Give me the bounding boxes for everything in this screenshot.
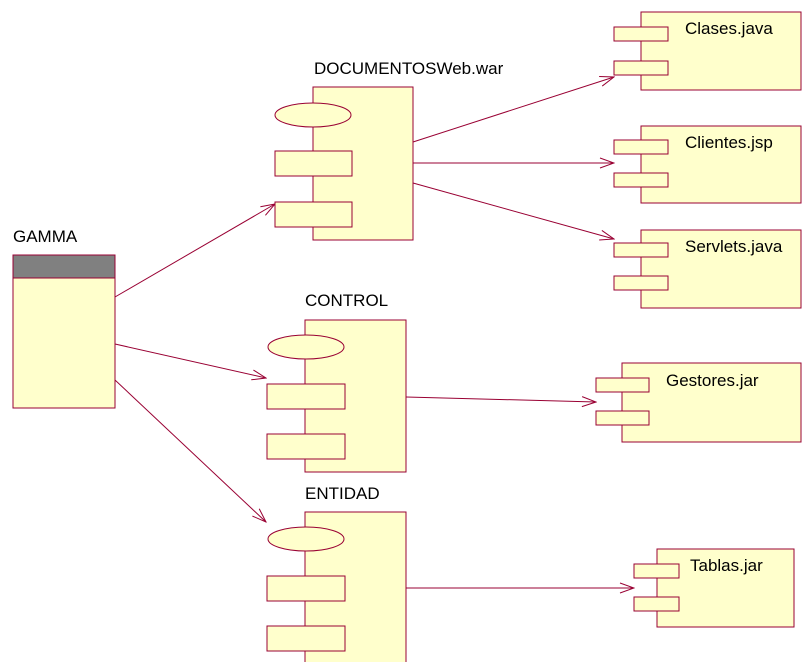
control-port-top — [266, 383, 346, 410]
tablas-component[interactable]: Tablas.jar — [633, 548, 795, 628]
clases-port-bottom — [613, 60, 669, 76]
documentos-to-servlets-arrow — [412, 182, 614, 239]
servlets-body — [640, 229, 802, 309]
clientes-port-bottom — [613, 172, 669, 188]
documentos-component[interactable]: DOCUMENTOSWeb.war — [274, 59, 504, 241]
gamma-to-entidad-arrow — [114, 379, 266, 522]
gamma-to-documentos-arrow — [114, 204, 275, 298]
servlets-port-bottom — [613, 275, 669, 291]
tablas-label: Tablas.jar — [690, 556, 763, 575]
gestores-port-top — [595, 377, 650, 393]
entidad-label: ENTIDAD — [305, 484, 380, 503]
clases-port-top — [613, 26, 669, 42]
documentos-connectors — [412, 77, 614, 239]
control-label: CONTROL — [305, 291, 388, 310]
control-component[interactable]: CONTROL — [266, 291, 407, 473]
documentos-port-bottom — [274, 201, 353, 228]
gamma-to-control-arrow — [114, 343, 266, 378]
entidad-component[interactable]: ENTIDAD — [266, 484, 407, 662]
gamma-body — [12, 254, 116, 409]
entidad-interface-icon — [267, 526, 345, 552]
clases-body — [640, 11, 802, 91]
servlets-label: Servlets.java — [685, 237, 783, 256]
documentos-label: DOCUMENTOSWeb.war — [314, 59, 504, 78]
control-port-bottom — [266, 433, 346, 460]
clientes-component[interactable]: Clientes.jsp — [613, 125, 802, 204]
documentos-to-clases-arrow — [412, 77, 614, 143]
entidad-port-bottom — [266, 625, 346, 652]
gamma-label: GAMMA — [13, 227, 78, 246]
tablas-body — [656, 548, 795, 628]
servlets-port-top — [613, 242, 669, 258]
documentos-port-top — [274, 150, 353, 177]
gestores-port-bottom — [595, 410, 650, 426]
entidad-port-top — [266, 575, 346, 602]
servlets-component[interactable]: Servlets.java — [613, 229, 802, 309]
clientes-body — [640, 125, 802, 204]
gamma-connectors — [114, 204, 275, 522]
tablas-port-top — [633, 563, 680, 579]
tablas-port-bottom — [633, 596, 680, 612]
control-interface-icon — [267, 334, 345, 360]
clientes-label: Clientes.jsp — [685, 133, 773, 152]
gestores-component[interactable]: Gestores.jar — [595, 362, 802, 443]
clases-label: Clases.java — [685, 19, 773, 38]
control-to-gestores-arrow — [405, 397, 596, 402]
gamma-node[interactable]: GAMMA — [12, 227, 116, 409]
gestores-body — [621, 362, 802, 443]
clases-component[interactable]: Clases.java — [613, 11, 802, 91]
clientes-port-top — [613, 139, 669, 155]
gestores-label: Gestores.jar — [666, 371, 759, 390]
gamma-header — [12, 254, 116, 279]
documentos-interface-icon — [274, 102, 352, 128]
